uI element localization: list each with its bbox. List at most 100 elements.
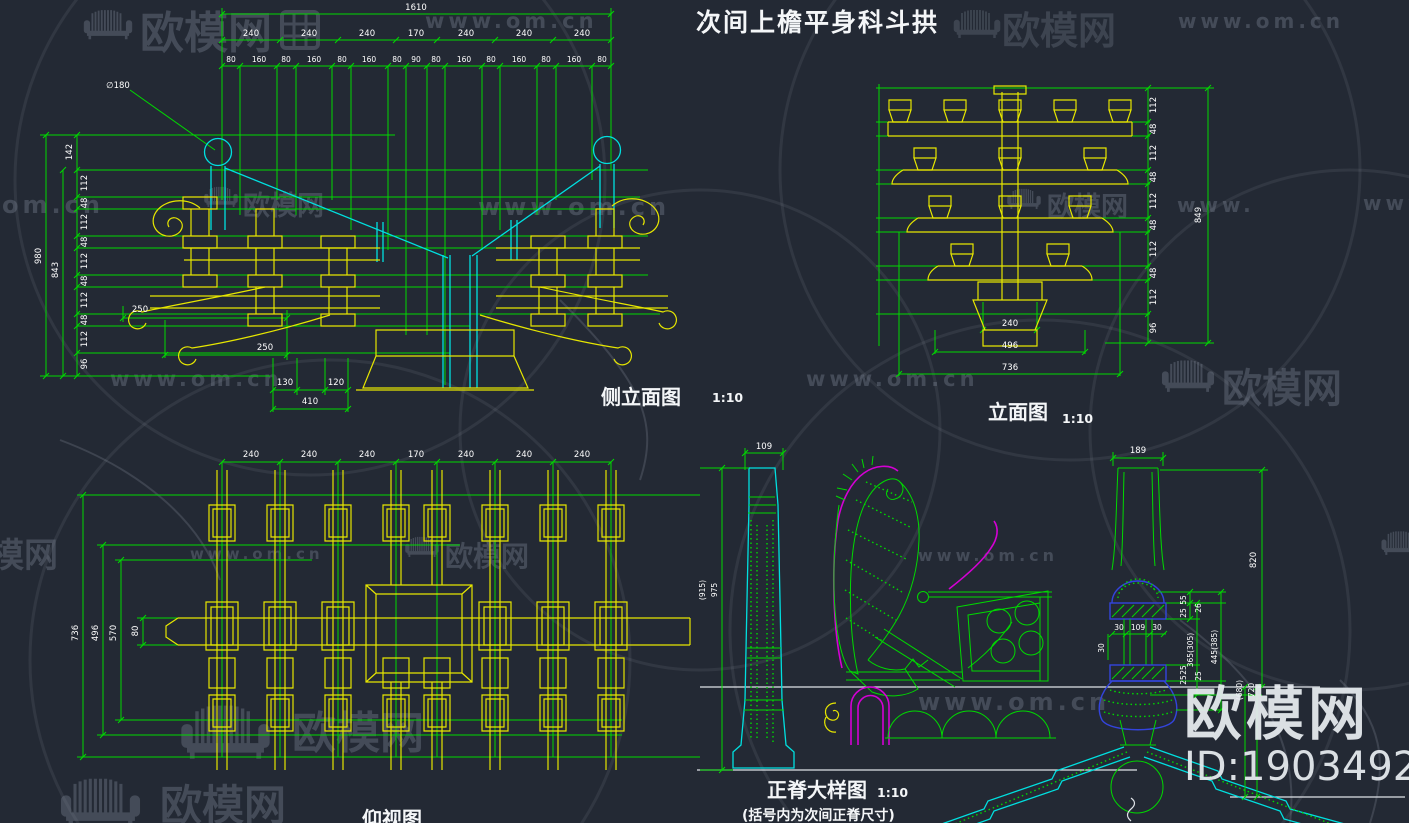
sword-detail	[1098, 467, 1178, 814]
yellow-brackets	[887, 85, 1133, 347]
view-title: 立面图	[988, 400, 1048, 424]
dim-label: 80	[597, 55, 607, 64]
dim-label: 240	[359, 29, 375, 39]
dim-label: 25	[1179, 665, 1188, 675]
dim-label: 975	[710, 583, 719, 598]
dim-label: 80	[431, 55, 441, 64]
dim-label: (680)	[1235, 680, 1244, 700]
url-watermark: www.om.cn	[806, 367, 979, 391]
dim-lines	[876, 84, 1214, 378]
dim-label: 112	[1149, 193, 1159, 209]
dim-label: 250	[257, 343, 273, 353]
sofa-icon	[61, 779, 139, 823]
site-id-watermark: 欧模网 ID:1903492	[1184, 680, 1409, 790]
dim-label: 112	[80, 292, 90, 308]
dim-lines	[1107, 452, 1268, 801]
dim-label: 170	[408, 29, 424, 39]
dim-label: 48	[1149, 268, 1159, 279]
dim-label: 240	[574, 29, 590, 39]
dim-label: 820	[1249, 552, 1259, 568]
dim-label: 160	[307, 55, 322, 64]
dim-label: 160	[567, 55, 582, 64]
dim-label: 570	[109, 625, 119, 641]
view-title: 正脊大样图	[767, 778, 867, 802]
roof-slopes	[942, 746, 1344, 823]
dim-label: 496	[1002, 341, 1018, 351]
dim-label: 48	[80, 315, 90, 326]
dim-label: 109	[1131, 623, 1146, 632]
dim-label: 142	[65, 144, 75, 160]
sofa-icon	[952, 8, 1002, 40]
dim-label: 96	[80, 359, 90, 370]
dim-label: 48	[1149, 172, 1159, 183]
dim-label: 160	[252, 55, 267, 64]
dim-label: 80	[486, 55, 496, 64]
dim-label: 240	[516, 29, 532, 39]
gray-watermarks: 欧模网 www.om.cn 欧模网 www.om.cn om.cn 欧模网 ww…	[0, 8, 1409, 823]
ridge-body	[824, 590, 1056, 745]
dim-label: 112	[1149, 289, 1159, 305]
dim-label: 170	[408, 450, 424, 460]
view-note: (括号内为次间正脊尺寸)	[742, 807, 895, 823]
dim-label: 96	[1149, 323, 1159, 334]
dim-label: 26	[1194, 603, 1203, 613]
dim-label: 30	[1097, 643, 1106, 653]
dim-label: 240	[1002, 319, 1018, 329]
cyan-members	[203, 135, 622, 388]
url-watermark: www.om.cn	[110, 367, 283, 391]
sofa-icon	[1380, 530, 1409, 556]
sofa-icon	[404, 535, 440, 558]
dim-label: 80	[281, 55, 291, 64]
yellow-plan-structure	[165, 470, 691, 770]
dim-label: 240	[243, 450, 259, 460]
panel-side-elevation: 1610 240 240 240 170 240 240 240 80 160 …	[34, 3, 743, 413]
brand-watermark: 欧模网	[243, 191, 324, 222]
dim-label: 30	[1114, 623, 1124, 632]
dim-label: 80	[541, 55, 551, 64]
url-watermark: www.	[1177, 193, 1255, 217]
dim-label: 112	[80, 175, 90, 191]
panel-front-elevation: 112 48 112 48 112 48 112 48 112 96 849 2…	[876, 84, 1214, 426]
brand-watermark: 欧模网	[0, 536, 58, 576]
dim-label: 25	[1179, 608, 1188, 618]
dim-label: 48	[80, 276, 90, 287]
dim-label: 410	[302, 397, 318, 407]
dim-label: 736	[1002, 363, 1018, 373]
dim-label: 365(305)	[1186, 633, 1195, 668]
dragon-figure	[833, 455, 998, 697]
dim-label: 80	[131, 626, 141, 637]
dim-label: 55	[1179, 595, 1188, 605]
dim-label: 112	[1149, 241, 1159, 257]
dim-label: 720	[1247, 683, 1256, 698]
dim-label: 48	[80, 198, 90, 209]
dim-label: 25	[1194, 671, 1203, 681]
dim-label: 160	[512, 55, 527, 64]
site-brand: 欧模网	[1184, 680, 1370, 748]
brand-watermark: 欧模网	[1222, 366, 1342, 412]
url-watermark: www.om.cn	[918, 688, 1110, 716]
diameter-label: ∅180	[106, 81, 130, 91]
url-watermark: www.	[1363, 191, 1409, 215]
dim-label: 1610	[405, 3, 427, 13]
view-scale: 1:10	[712, 390, 743, 405]
dim-label: 240	[458, 450, 474, 460]
dim-label: 240	[574, 450, 590, 460]
dim-label: 48	[1149, 124, 1159, 135]
dim-label: 120	[328, 378, 344, 388]
url-watermark: om.cn	[2, 191, 104, 219]
dim-label: (915)	[698, 580, 707, 600]
dim-label: 240	[301, 450, 317, 460]
url-watermark: www.om.cn	[425, 9, 598, 33]
sofa-icon	[1160, 359, 1216, 394]
view-scale: 1:10	[1062, 411, 1093, 426]
dim-label: 130	[277, 378, 293, 388]
brand-watermark: 欧模网	[140, 8, 272, 59]
dim-label: 25	[1179, 675, 1188, 685]
dim-label: 240	[359, 450, 375, 460]
dim-label: 849	[1194, 207, 1204, 223]
site-id: ID:1903492	[1184, 744, 1409, 790]
dim-label: 496	[91, 625, 101, 641]
url-watermark: www.om.cn	[918, 546, 1058, 565]
